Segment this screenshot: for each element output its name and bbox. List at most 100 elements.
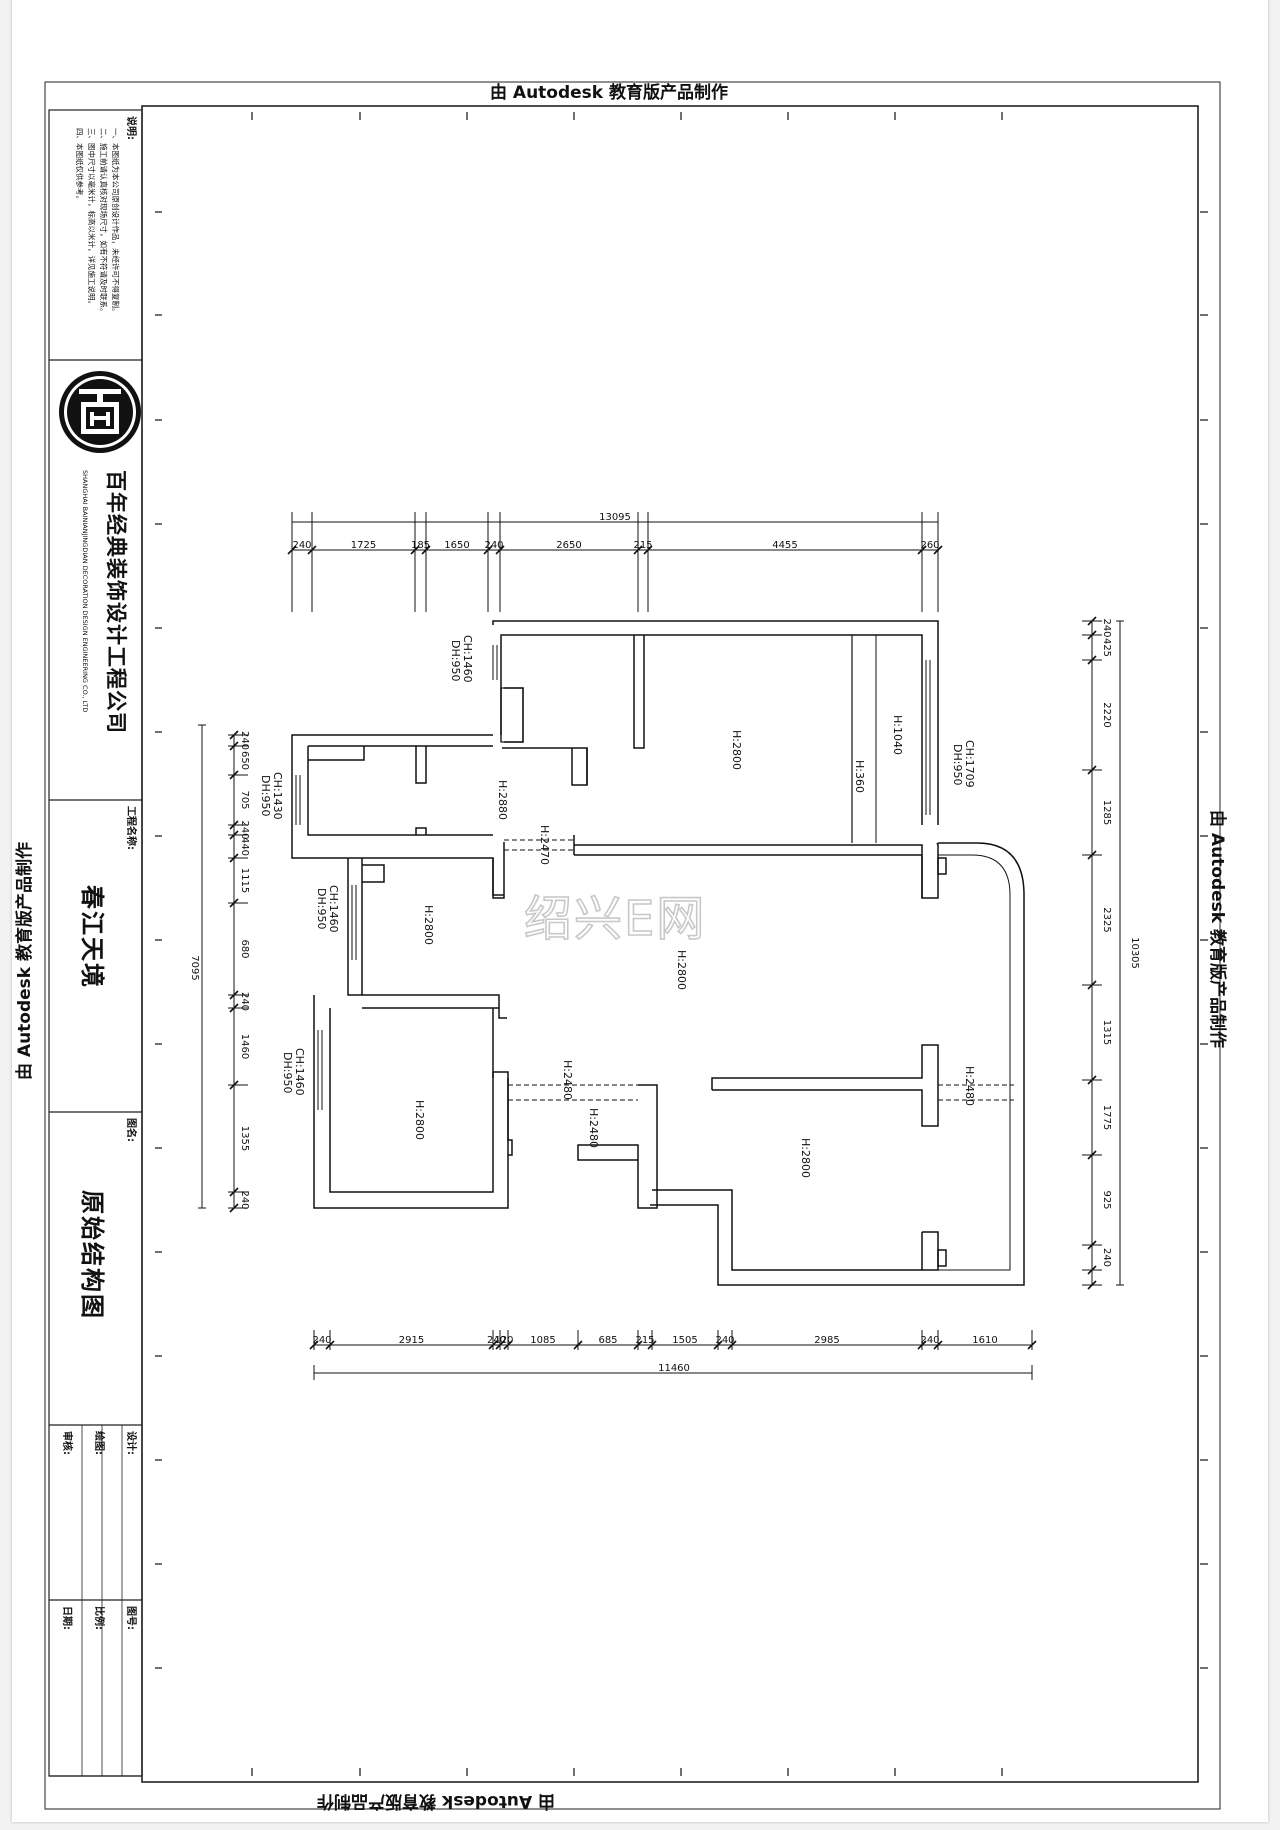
dim-bottom-tick — [495, 1340, 505, 1350]
anno-window-lowleft-dh: DH:950 — [281, 1052, 294, 1093]
drawing-label: 图名: — [125, 1118, 138, 1142]
anno-window-lowleft-ch: CH:1460 — [293, 1048, 306, 1096]
info-label-date: 日期: — [61, 1606, 74, 1630]
site-watermark: 绍兴E网 — [524, 891, 706, 947]
wall-main-horizontal — [574, 842, 939, 899]
dim-bottom-tick — [713, 1340, 723, 1350]
dim-top-segment-label: 2650 — [556, 540, 581, 551]
dim-top-tick — [307, 545, 317, 555]
wall-column-a — [571, 747, 588, 786]
info-label-number: 图号: — [125, 1606, 137, 1630]
dim-bottom-tick — [727, 1340, 737, 1350]
wall-south-inner — [652, 1189, 922, 1271]
dim-right-segment-label: 1315 — [1101, 1020, 1112, 1045]
wall-west-inner — [307, 746, 493, 836]
anno-main-room-height: H:2800 — [730, 730, 743, 770]
sign-label-check: 审核: — [61, 1431, 74, 1455]
dim-bottom-segment-label: 240 — [715, 1335, 734, 1346]
dim-left-tick — [229, 1003, 239, 1013]
dim-left-segment-label: 1460 — [239, 1034, 250, 1059]
dim-left-segment-label: 650 — [239, 751, 250, 770]
info-label-scale: 比例: — [93, 1606, 106, 1630]
dim-top-tick — [421, 545, 431, 555]
wall-se-stub — [921, 1231, 939, 1271]
dim-bottom-segment-label: 240 — [920, 1335, 939, 1346]
dim-left-tick — [229, 820, 239, 830]
wall-east-bay-inner — [938, 854, 1011, 1271]
dim-right-tick — [1087, 655, 1097, 665]
frame-ticks — [155, 112, 1208, 1776]
watermark-left: 由 Autodesk 教育版产品制作 — [14, 842, 35, 1080]
wall-west-stub-a — [415, 746, 427, 784]
dim-top-segment-label: 240 — [484, 540, 503, 551]
dim-top-tick — [917, 545, 927, 555]
dim-left-segment-label: 240 — [239, 1190, 250, 1209]
dim-bottom-segment-label: 1085 — [530, 1335, 555, 1346]
dim-left-tick — [229, 1080, 239, 1090]
wall-sw-door — [493, 1071, 513, 1156]
notes-label: 说明: — [125, 116, 138, 140]
dim-left-tick — [229, 1203, 239, 1213]
dim-left-total-label: 7095 — [189, 955, 200, 980]
dim-bottom-tick — [1027, 1340, 1037, 1350]
company-name: 百年经典装饰设计工程公司 — [104, 470, 128, 734]
dim-left-segment-label: 680 — [239, 939, 250, 958]
walls — [291, 620, 1025, 1286]
dim-right-tick — [1087, 980, 1097, 990]
dim-right-tick — [1087, 765, 1097, 775]
wall-sw-inner — [329, 1008, 494, 1193]
dim-bottom-tick — [633, 1340, 643, 1350]
dim-right-tick — [1087, 630, 1097, 640]
wall-north-inner — [500, 634, 923, 825]
dim-bottom-tick — [488, 1340, 498, 1350]
wall-west-stub-b — [415, 827, 427, 835]
dim-top-tick — [410, 545, 420, 555]
dim-bottom-tick — [917, 1340, 927, 1350]
dim-top-segment-label: 215 — [633, 540, 652, 551]
wall-north-outer — [492, 620, 939, 825]
company-logo — [59, 371, 141, 453]
project-name: 春江天境 — [78, 885, 106, 989]
dim-top-tick — [483, 545, 493, 555]
drawing-name: 原始结构图 — [78, 1190, 106, 1320]
dim-top-segment-label: 4455 — [772, 540, 797, 551]
anno-h-line-b: H:1040 — [891, 715, 904, 755]
dim-right-tick — [1087, 616, 1097, 626]
anno-window-top-ch: CH:1460 — [461, 635, 474, 683]
anno-window-midleft-dh: DH:950 — [315, 888, 328, 929]
dim-right-segment-label: 240 — [1101, 618, 1112, 637]
dim-bottom-segment-label: 240 — [487, 1335, 506, 1346]
dim-left-tick — [229, 898, 239, 908]
sign-label-design: 设计: — [125, 1431, 138, 1455]
dim-bottom-total-label: 11460 — [658, 1363, 690, 1374]
wall-sw-outer — [313, 995, 509, 1209]
wall-t-partition — [711, 1044, 939, 1127]
dim-bottom-tick — [573, 1340, 583, 1350]
wall-closet — [308, 746, 365, 761]
dim-left-tick — [229, 741, 239, 751]
column-ne — [937, 857, 947, 875]
window-mid-left — [347, 885, 357, 960]
dim-bottom-segment-label: 2985 — [814, 1335, 839, 1346]
door-dashes — [504, 839, 1014, 1101]
dim-top-tick — [495, 545, 505, 555]
dim-bottom-tick — [309, 1340, 319, 1350]
dim-left-segment-label: 240 — [239, 992, 250, 1011]
dim-top-segment-label: 240 — [292, 540, 311, 551]
anno-window-midleft-ch: CH:1460 — [327, 885, 340, 933]
wall-west-door — [492, 842, 505, 899]
anno-window-right-dh: DH:950 — [951, 744, 964, 785]
dim-top-segment-label: 185 — [411, 540, 430, 551]
dim-bottom-segment-label: 1505 — [672, 1335, 697, 1346]
wall-west-outer — [291, 734, 504, 896]
dim-top-tick — [933, 545, 943, 555]
dim-top-tick — [287, 545, 297, 555]
dimension-lines — [198, 512, 1124, 1380]
dim-right-segment-label: 240 — [1101, 1248, 1112, 1267]
project-label: 工程名称: — [125, 806, 138, 850]
dim-top-segment-label: 1650 — [444, 540, 469, 551]
dim-left-segment-label: 1355 — [239, 1126, 250, 1151]
wall-corridor-box — [362, 864, 385, 883]
dim-right-tick — [1087, 1280, 1097, 1290]
wall-east-bay — [938, 842, 1025, 1286]
